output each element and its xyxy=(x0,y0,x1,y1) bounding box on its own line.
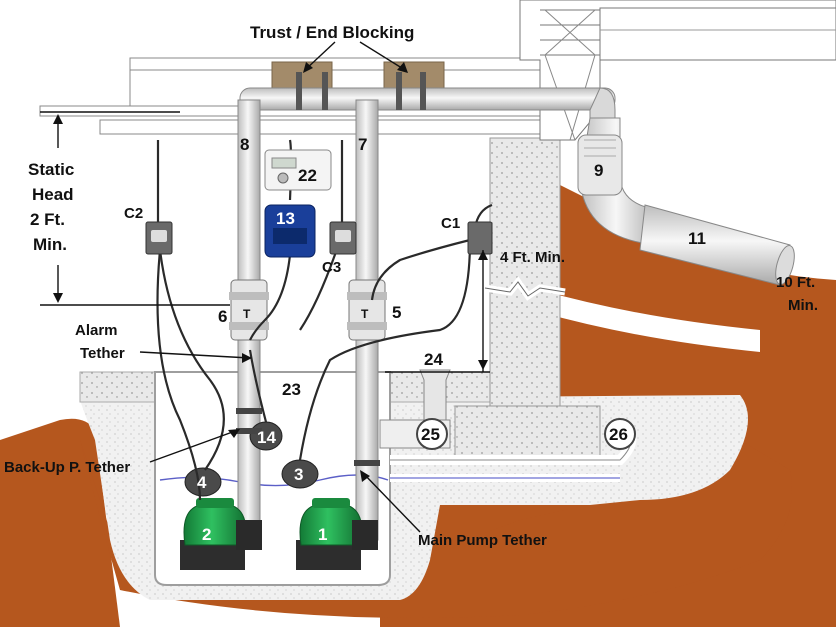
callout-5: 5 xyxy=(392,303,401,322)
callout-26-ring xyxy=(604,418,636,450)
cord-c2-to-backup xyxy=(156,249,202,501)
label-alarm-tether-1: Alarm xyxy=(75,322,118,339)
callout-2: 2 xyxy=(202,525,211,544)
cord-c1-to-pump3 xyxy=(298,239,472,461)
inlet-24 xyxy=(419,369,451,421)
label-ten-ft-1: 10 Ft. xyxy=(776,274,815,291)
float-switch-4 xyxy=(184,467,222,497)
label-main-pump-tether: Main Pump Tether xyxy=(418,532,547,549)
soil-crack xyxy=(540,290,760,352)
adapter-9 xyxy=(577,134,623,196)
discharge-header xyxy=(239,87,616,111)
callout-25-ring xyxy=(416,418,448,450)
sill-plate xyxy=(129,57,541,71)
callout-3: 3 xyxy=(294,465,303,484)
label-c2: C2 xyxy=(124,205,143,222)
label-backup-tether: Back-Up P. Tether xyxy=(4,459,130,476)
callout-24: 24 xyxy=(424,350,443,369)
foundation-wall xyxy=(489,137,561,407)
end-blocking-right xyxy=(383,61,445,89)
cord-c2-to-pump4 xyxy=(158,249,225,471)
label-four-ft-min: 4 Ft. Min. xyxy=(500,249,565,266)
callout-23: 23 xyxy=(282,380,301,399)
static-head-label-1: Static xyxy=(28,160,74,179)
callout-9: 9 xyxy=(594,161,603,180)
callout-4: 4 xyxy=(197,473,207,492)
svg-text:T: T xyxy=(361,307,369,321)
callout-7: 7 xyxy=(358,135,367,154)
footing xyxy=(454,405,601,457)
label-alarm-tether-2: Tether xyxy=(80,345,125,362)
cord-alarm-tether xyxy=(248,349,268,423)
label-ten-ft-2: Min. xyxy=(788,297,818,314)
callout-8: 8 xyxy=(240,135,249,154)
floor-slab-left xyxy=(79,371,156,403)
outlet-c1 xyxy=(467,221,493,255)
cord-c1-to-main xyxy=(370,238,471,301)
static-head-label-2: Head xyxy=(32,185,74,204)
rim-board xyxy=(99,119,561,135)
callout-1: 1 xyxy=(318,525,327,544)
callout-22: 22 xyxy=(298,166,317,185)
callout-25: 25 xyxy=(421,425,440,444)
backup-pump-2 xyxy=(180,498,262,570)
callout-6: 6 xyxy=(218,307,227,326)
label-c1: C1 xyxy=(441,215,460,232)
callout-26: 26 xyxy=(609,425,628,444)
pipe-11 xyxy=(639,204,791,286)
cord-controller xyxy=(249,254,292,341)
callout-14: 14 xyxy=(257,428,276,447)
svg-text:T: T xyxy=(243,307,251,321)
diagram-title: Trust / End Blocking xyxy=(250,23,414,42)
main-pump-1 xyxy=(296,498,378,570)
label-c3: C3 xyxy=(322,259,341,276)
static-head-label-4: Min. xyxy=(33,235,67,254)
callout-13: 13 xyxy=(276,209,295,228)
static-head-label-3: 2 Ft. xyxy=(30,210,65,229)
callout-11: 11 xyxy=(688,229,706,248)
